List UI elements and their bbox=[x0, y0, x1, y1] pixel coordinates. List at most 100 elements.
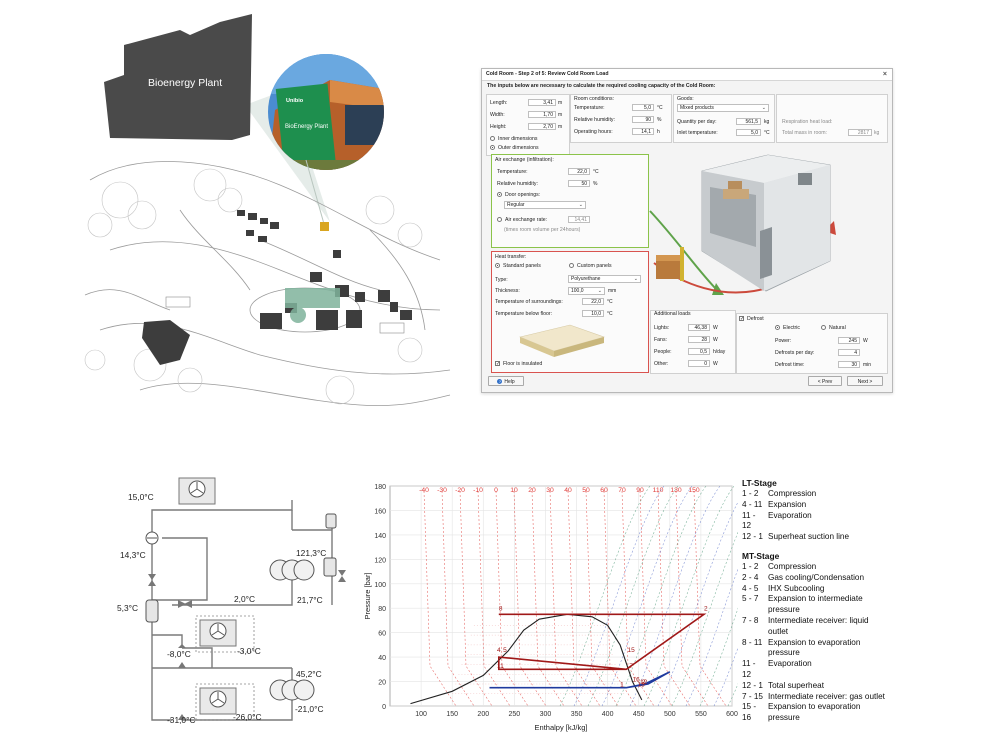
legend-mt-desc: Gas cooling/Condensation bbox=[768, 572, 865, 582]
standard-panels-radio[interactable] bbox=[495, 263, 500, 268]
goods-qty-unit: kg bbox=[764, 119, 770, 125]
people-input[interactable]: 0,5 bbox=[688, 348, 710, 355]
thickness-unit: mm bbox=[608, 288, 617, 294]
outer-dimensions-radio[interactable] bbox=[490, 145, 495, 150]
room-temp-input[interactable]: 5,0 bbox=[632, 104, 654, 111]
thickness-select[interactable]: 100,0⌄ bbox=[568, 287, 605, 295]
legend-lt-title: LT-Stage bbox=[742, 478, 777, 488]
plant-hub bbox=[285, 288, 340, 323]
isentrope-line bbox=[601, 485, 693, 707]
legend-mt-key: 4 - 5 bbox=[742, 583, 759, 593]
legend-mt-desc: pressure bbox=[768, 605, 800, 615]
point-label: 16 bbox=[633, 677, 641, 684]
width-input[interactable]: 1,70 bbox=[528, 111, 556, 118]
prev-button[interactable]: < Prev bbox=[808, 376, 842, 386]
fans-input[interactable]: 28 bbox=[688, 336, 710, 343]
thickness-label: Thickness: bbox=[495, 288, 520, 294]
legend-mt-key: 11 - bbox=[742, 659, 756, 669]
legend-mt-desc: pressure bbox=[768, 713, 800, 723]
goods-type-value: Mixed products bbox=[680, 105, 714, 111]
power-input[interactable]: 245 bbox=[838, 337, 860, 344]
y-tick-label: 140 bbox=[374, 533, 386, 540]
sign-text: BioEnergy Plant bbox=[285, 124, 328, 130]
legend-mt-desc: pressure bbox=[768, 648, 800, 658]
width-unit: m bbox=[558, 112, 563, 118]
room-rh-input[interactable]: 90 bbox=[632, 116, 654, 123]
legend-lt-key: 12 - 1 bbox=[742, 532, 763, 542]
panel-type-select[interactable]: Polyurethane⌄ bbox=[568, 275, 641, 283]
legend-mt-key: 8 - 11 bbox=[742, 637, 763, 647]
x-tick-label: 100 bbox=[415, 711, 427, 718]
power-label: Power: bbox=[775, 338, 792, 344]
operating-hours-input[interactable]: 14,1 bbox=[632, 128, 654, 135]
door-openings-label: Door openings: bbox=[505, 192, 541, 198]
total-mass-input: 2817 bbox=[848, 129, 872, 136]
fans-label: Fans: bbox=[654, 337, 667, 343]
legend-mt-key: 1 - 2 bbox=[742, 562, 759, 571]
goods-qty-input[interactable]: 561,5 bbox=[736, 118, 761, 125]
standard-panels-label: Standard panels bbox=[503, 263, 541, 269]
isotherm-label: -30 bbox=[437, 487, 447, 494]
custom-panels-radio[interactable] bbox=[569, 263, 574, 268]
length-label: Length: bbox=[490, 100, 508, 106]
inlet-temp-input[interactable]: 5,0 bbox=[736, 129, 761, 136]
valves bbox=[148, 570, 346, 720]
legend-lt-key: 11 - bbox=[742, 510, 756, 520]
gas-cooler bbox=[178, 477, 216, 505]
next-button[interactable]: Next > bbox=[847, 376, 883, 386]
width-label: Width: bbox=[490, 112, 505, 118]
y-tick-label: 180 bbox=[374, 484, 386, 491]
legend-mt-desc: Intermediate receiver: liquid bbox=[768, 616, 869, 625]
temp-label-intermediate: 2,0°C bbox=[234, 594, 256, 604]
goods-type-select[interactable]: Mixed products⌄ bbox=[677, 104, 769, 112]
defrost-panel bbox=[736, 313, 888, 374]
legend-mt-key: 15 - bbox=[742, 702, 757, 712]
defrost-checkbox[interactable]: ✓ bbox=[739, 316, 745, 322]
legend-mt-desc: Expansion to evaporation bbox=[768, 702, 861, 712]
legend-mt-desc: Expansion to evaporation bbox=[768, 637, 861, 647]
isotherm-label: 20 bbox=[528, 487, 536, 494]
surroundings-temp-input[interactable]: 22,0 bbox=[582, 298, 604, 305]
legend-lt-key: 12 bbox=[742, 521, 752, 531]
x-tick-label: 400 bbox=[602, 711, 614, 718]
height-unit: m bbox=[558, 124, 563, 130]
air-temp-input[interactable]: 22,0 bbox=[568, 168, 590, 175]
natural-radio[interactable] bbox=[821, 325, 826, 330]
total-mass-label: Total mass in room: bbox=[782, 130, 827, 136]
legend-lt-desc: Compression bbox=[768, 489, 817, 498]
defrosts-per-day-input[interactable]: 4 bbox=[838, 349, 860, 356]
x-tick-label: 350 bbox=[571, 711, 583, 718]
temp-label-ihx: 14,3°C bbox=[120, 550, 146, 560]
door-openings-select[interactable]: Regular⌄ bbox=[504, 201, 586, 209]
defrost-time-input[interactable]: 30 bbox=[838, 361, 860, 368]
point-label: 8 bbox=[499, 606, 503, 613]
floor-insulated-checkbox[interactable]: ✓ bbox=[495, 361, 501, 367]
isotherm-label: 70 bbox=[618, 487, 626, 494]
isentrope-line bbox=[671, 531, 738, 707]
lights-input[interactable]: 46,38 bbox=[688, 324, 710, 331]
height-input[interactable]: 2,70 bbox=[528, 123, 556, 130]
y-tick-label: 20 bbox=[378, 680, 386, 687]
electric-radio[interactable] bbox=[775, 325, 780, 330]
room-conditions-header: Room conditions: bbox=[574, 96, 615, 102]
legend-lt-desc: Superheat suction line bbox=[768, 532, 850, 542]
x-tick-label: 600 bbox=[726, 711, 738, 718]
other-input[interactable]: 0 bbox=[688, 360, 710, 367]
air-exchange-rate-radio[interactable] bbox=[497, 217, 502, 222]
air-rh-input[interactable]: 50 bbox=[568, 180, 590, 187]
length-input[interactable]: 3,41 bbox=[528, 99, 556, 106]
lights-unit: W bbox=[713, 325, 718, 331]
legend-mt-desc: IHX Subcooling bbox=[768, 583, 825, 593]
power-unit: W bbox=[863, 338, 868, 344]
legend-mt-key: 2 - 4 bbox=[742, 572, 759, 582]
floor-temp-input[interactable]: 10,0 bbox=[582, 310, 604, 317]
legend-mt-desc: Evaporation bbox=[768, 659, 812, 669]
site-buildings bbox=[142, 210, 412, 365]
x-tick-label: 250 bbox=[509, 711, 521, 718]
inner-dimensions-radio[interactable] bbox=[490, 136, 495, 141]
total-mass-unit: kg bbox=[874, 130, 880, 136]
help-button[interactable]: ?Help bbox=[488, 376, 524, 386]
panel-type-label: Type: bbox=[495, 277, 508, 283]
door-openings-radio[interactable] bbox=[497, 192, 502, 197]
close-icon[interactable]: × bbox=[882, 71, 887, 78]
